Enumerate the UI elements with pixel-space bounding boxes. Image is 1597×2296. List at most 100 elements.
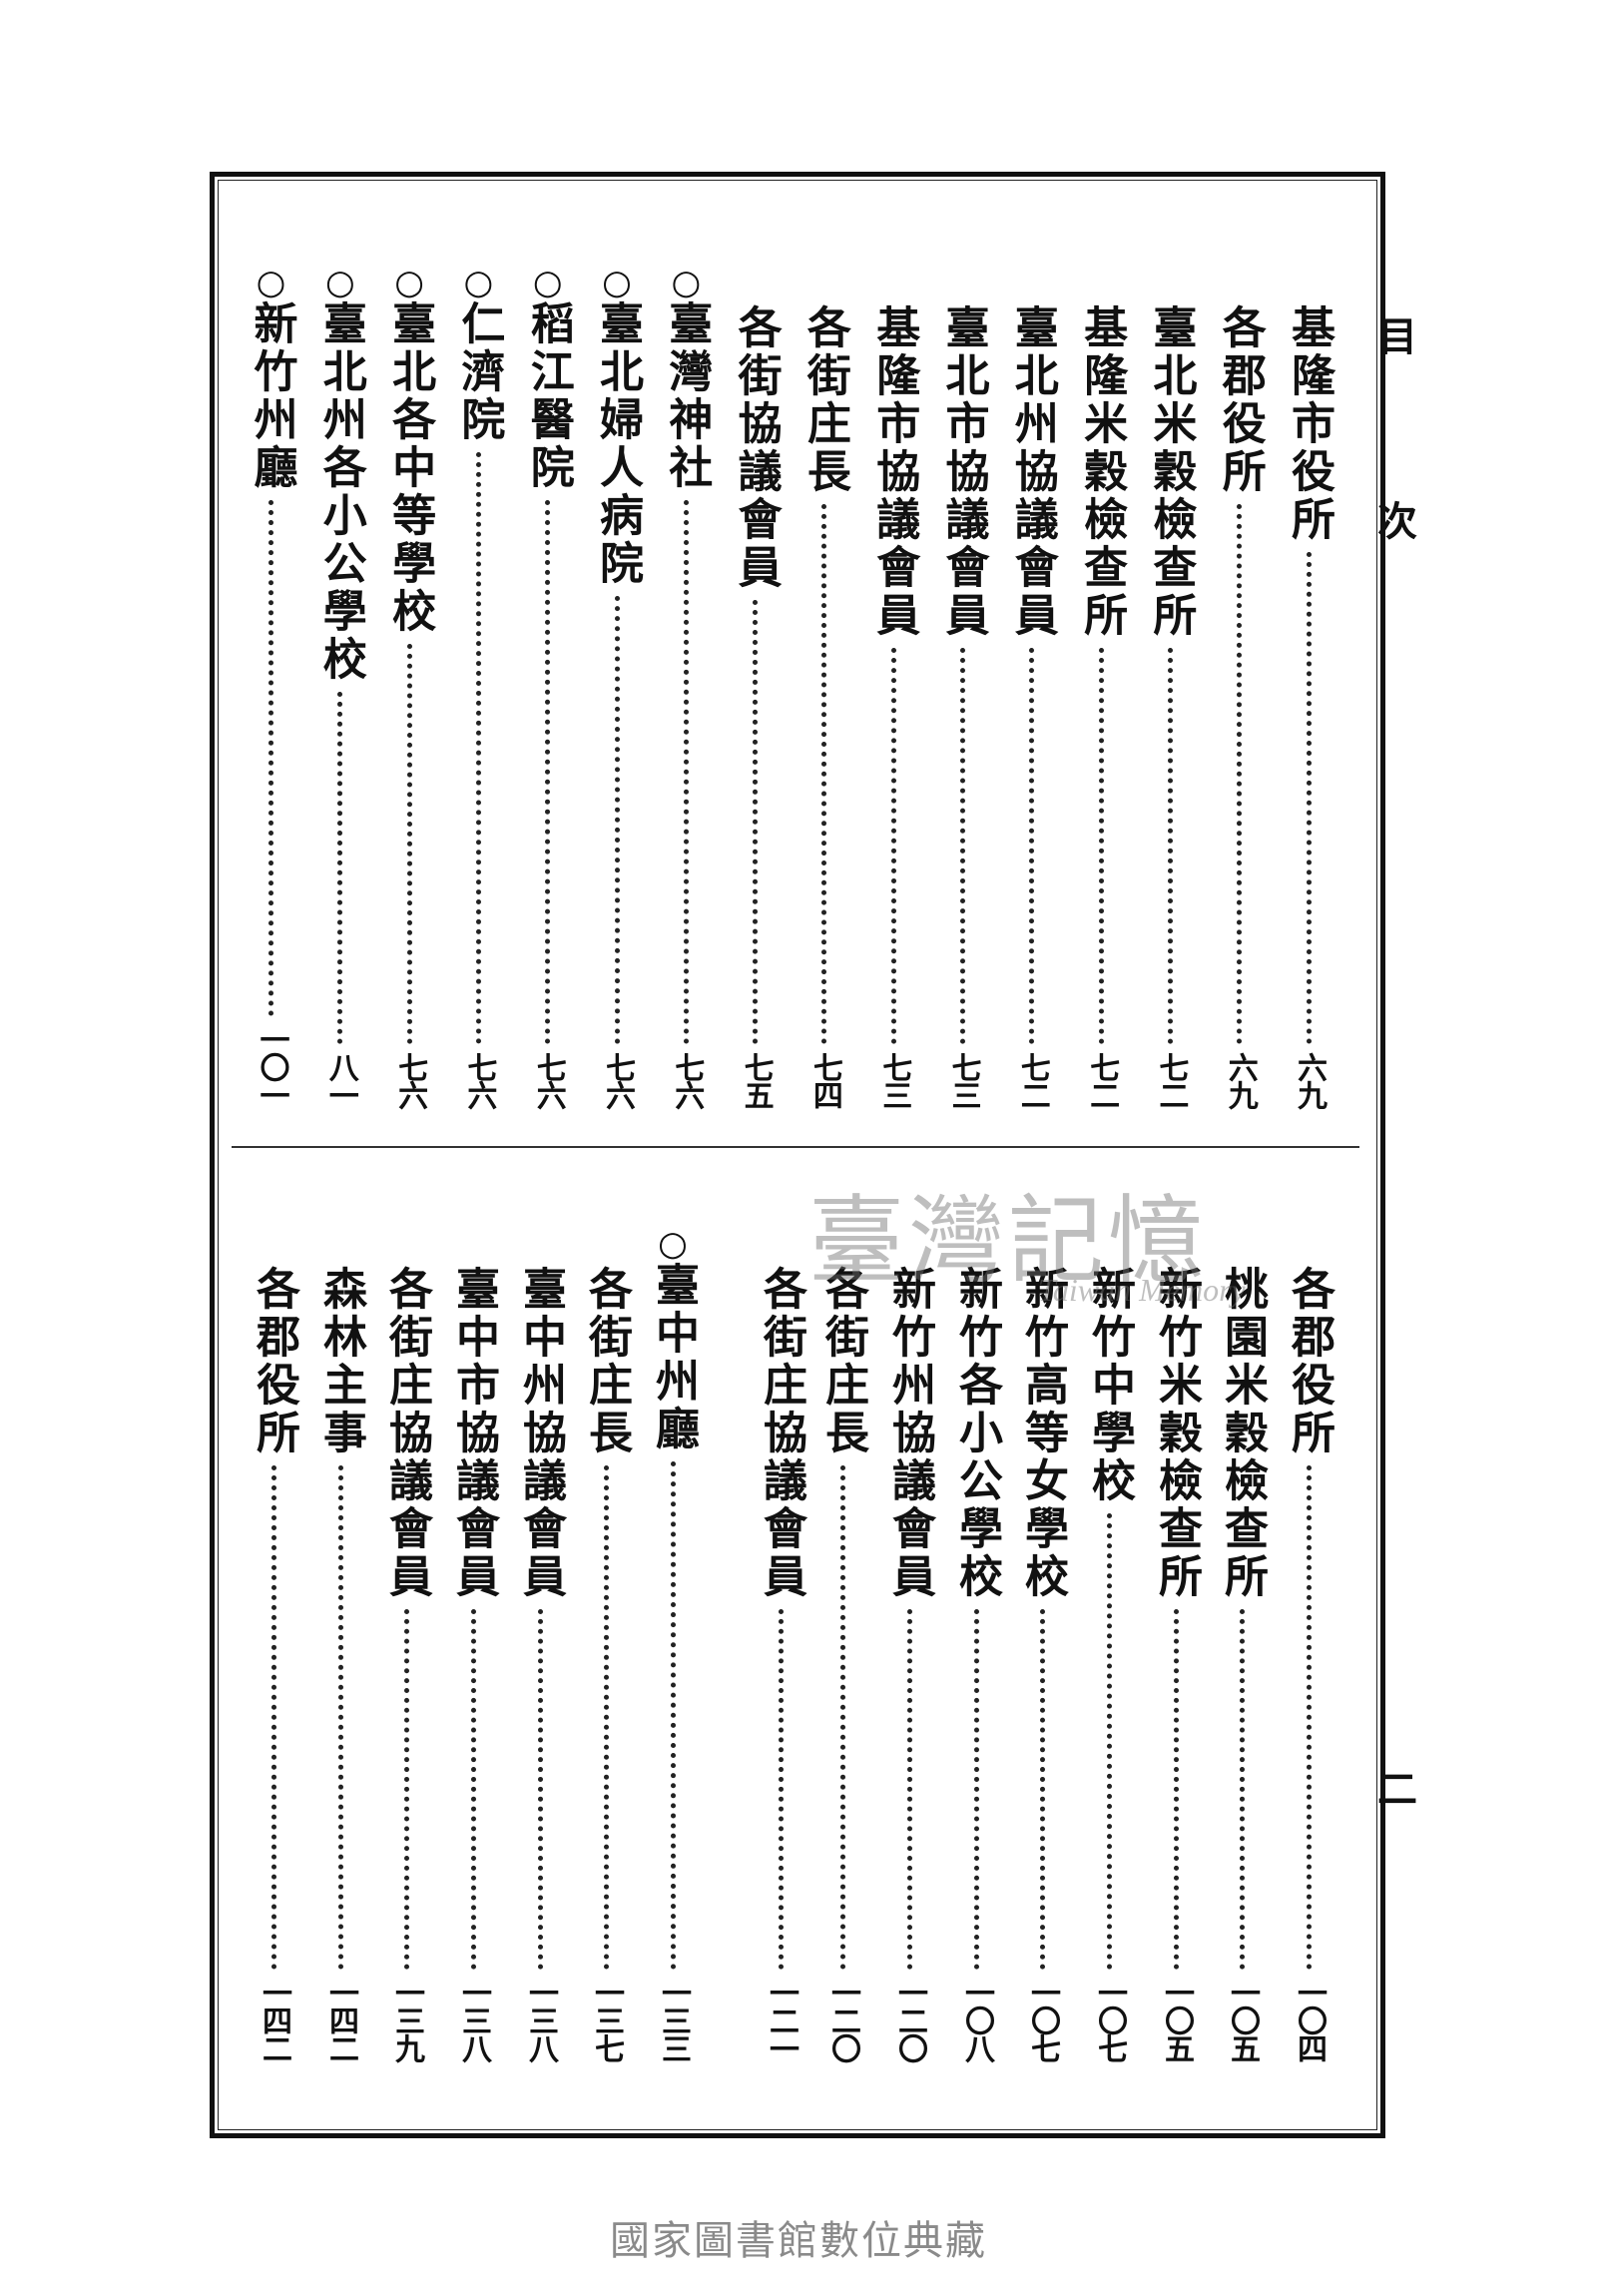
toc-entry-title: 各街庄協議會員	[756, 1266, 806, 1601]
toc-entry-title: 臺北州協議會員	[1006, 304, 1058, 640]
toc-entry: 新竹米穀檢查所一〇五	[1146, 1266, 1206, 2061]
section-divider	[232, 1146, 1359, 1148]
dot-leader	[1167, 648, 1173, 1044]
dot-leader	[821, 504, 827, 1044]
toc-entry-page: 一〇五	[1159, 1978, 1194, 2061]
circle-marker-icon: ○	[463, 263, 494, 302]
toc-entry: ○稻江醫院七六	[518, 265, 578, 1108]
watermark-en: Taiwan Memory	[1038, 1272, 1246, 1308]
toc-entry-title: 臺灣神社	[661, 300, 713, 492]
toc-entry: 臺北米穀檢查所七二	[1140, 304, 1200, 1108]
toc-entry-title: 新竹州協議會員	[884, 1266, 935, 1601]
dot-leader	[403, 1609, 409, 1970]
toc-entry-page: 一〇五	[1225, 1978, 1260, 2061]
toc-entry-title: 新竹中學校	[1084, 1266, 1135, 1505]
toc-entry-page: 七六	[461, 1052, 497, 1108]
toc-entry-page: 一二〇	[892, 1978, 927, 2061]
page-border	[210, 172, 1385, 2138]
toc-entry: ○新竹州廳一〇一	[242, 265, 301, 1108]
toc-entry-title: 稻江醫院	[522, 300, 574, 492]
toc-entry: 臺中市協議會員一三八	[443, 1266, 503, 2061]
dot-leader	[1239, 1609, 1245, 1970]
toc-entry-title: 各郡役所	[1284, 1266, 1334, 1457]
toc-entry-title: 各街庄長	[798, 304, 850, 496]
toc-entry-title: 各街協議會員	[730, 304, 782, 592]
toc-entry-title: 仁濟院	[453, 300, 505, 444]
dot-leader	[270, 1465, 276, 1970]
toc-entry: 基隆市役所六九	[1279, 304, 1338, 1108]
toc-entry-title: 新竹米穀檢查所	[1151, 1266, 1202, 1601]
toc-entry: ○臺北州各小公學校八一	[310, 265, 370, 1108]
toc-entry-title: 新竹各小公學校	[951, 1266, 1002, 1601]
dot-leader	[960, 648, 965, 1044]
toc-entry-title: 臺中州協議會員	[515, 1266, 566, 1601]
toc-entry-title: 臺中市協議會員	[448, 1266, 499, 1601]
toc-entry: ○仁濟院七六	[448, 265, 508, 1108]
toc-entry: 新竹州協議會員一二〇	[879, 1266, 939, 2061]
toc-entry-title: 新竹高等女學校	[1017, 1266, 1068, 1601]
toc-entry-page: 一三九	[389, 1978, 424, 2061]
dot-leader	[337, 692, 343, 1044]
dot-leader	[1173, 1609, 1179, 1970]
toc-entry: 新竹中學校一〇七	[1079, 1266, 1139, 2061]
toc-entry: 基隆米穀檢查所七二	[1071, 304, 1131, 1108]
circle-marker-icon: ○	[602, 263, 632, 302]
toc-entry-page: 七三	[876, 1052, 912, 1108]
toc-entry: 臺北州協議會員七二	[1002, 304, 1062, 1108]
dot-leader	[268, 500, 273, 1016]
toc-entry-page: 一〇一	[254, 1024, 289, 1108]
toc-entry-page: 七三	[945, 1052, 981, 1108]
dot-leader	[906, 1609, 912, 1970]
toc-entry: 新竹各小公學校一〇八	[946, 1266, 1006, 2061]
watermark-zh: 臺灣記憶	[808, 1185, 1208, 1297]
toc-entry-title: 森林主事	[315, 1266, 366, 1457]
toc-entry-page: 一〇八	[959, 1978, 994, 2061]
toc-entry: 各街庄長一三七	[576, 1266, 636, 2061]
watermark-logo: 臺灣記憶 Taiwan Memory	[808, 1163, 1246, 1309]
toc-entry-title: 臺北市協議會員	[937, 304, 989, 640]
toc-entry-page: 六九	[1222, 1052, 1258, 1108]
circle-marker-icon: ○	[671, 263, 702, 302]
toc-entry: 各街庄協議會員一三九	[376, 1266, 436, 2061]
toc-entry-page: 一〇七	[1092, 1978, 1127, 2061]
toc-entry-title: 臺北米穀檢查所	[1145, 304, 1197, 640]
toc-entry-page: 一二〇	[825, 1978, 860, 2061]
toc-entry-title: 各街庄長	[581, 1266, 632, 1457]
dot-leader	[753, 600, 759, 1044]
toc-entry: 各街庄協議會員一二一	[751, 1266, 810, 2061]
toc-entry-page: 一四二	[323, 1978, 358, 2061]
toc-entry-title: 桃園米穀檢查所	[1217, 1266, 1268, 1601]
toc-entry: 各郡役所六九	[1210, 304, 1270, 1108]
toc-entry: 森林主事一四二	[310, 1266, 370, 2061]
dot-leader	[1039, 1609, 1045, 1970]
toc-entry-page: 七六	[669, 1052, 705, 1108]
page-number: 二	[1377, 1766, 1417, 1813]
header-title-ci: 次	[1377, 498, 1417, 545]
toc-entry-page: 七六	[600, 1052, 635, 1108]
circle-marker-icon: ○	[532, 263, 563, 302]
toc-entry-page: 一三八	[523, 1978, 558, 2061]
circle-marker-icon: ○	[324, 263, 355, 302]
toc-entry-title: 各郡役所	[1214, 304, 1266, 496]
toc-entry-title: 臺北州各小公學校	[314, 300, 366, 684]
toc-entry-page: 一三七	[589, 1978, 624, 2061]
dot-leader	[670, 1461, 676, 1970]
toc-entry-title: 各郡役所	[249, 1266, 299, 1457]
toc-entry: ○臺中州廳一三三	[643, 1226, 703, 2061]
toc-entry-page: 一二一	[764, 1978, 798, 2061]
toc-entry-page: 七二	[1084, 1052, 1120, 1108]
dot-leader	[973, 1609, 979, 1970]
toc-entry: 各街庄長七四	[795, 304, 854, 1108]
dot-leader	[475, 452, 481, 1044]
toc-entry-page: 一三八	[456, 1978, 491, 2061]
dot-leader	[1106, 1513, 1112, 1970]
toc-entry: 桃園米穀檢查所一〇五	[1212, 1266, 1272, 2061]
circle-marker-icon: ○	[256, 263, 286, 302]
dot-leader	[545, 500, 551, 1044]
toc-entry-title: 臺北婦人病院	[592, 300, 643, 588]
dot-leader	[890, 648, 896, 1044]
dot-leader	[470, 1609, 476, 1970]
header-title-mu: 目	[1377, 313, 1417, 360]
toc-entry: 各郡役所一四二	[244, 1266, 303, 2061]
toc-entry-title: 臺北各中等學校	[384, 300, 436, 636]
